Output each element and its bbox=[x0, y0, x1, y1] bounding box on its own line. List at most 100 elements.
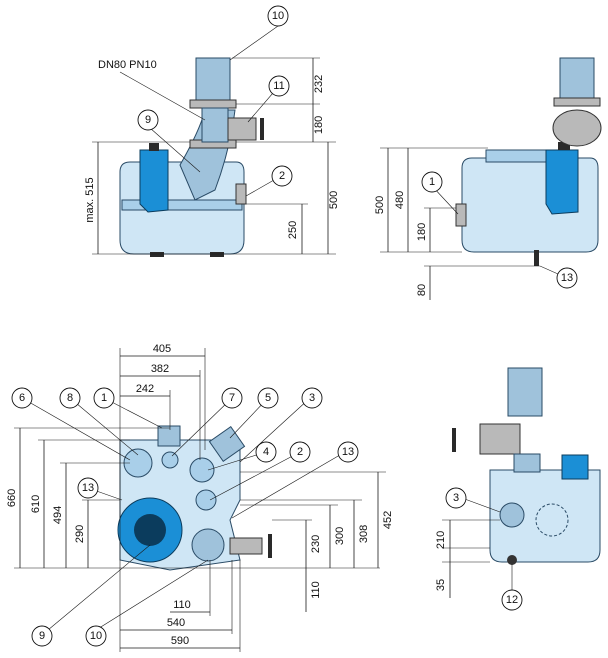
callout-13: 13 bbox=[556, 267, 578, 289]
svg-text:10: 10 bbox=[272, 10, 284, 22]
dim-label: 494 bbox=[52, 506, 64, 524]
leader-line bbox=[231, 451, 346, 519]
callout-6: 6 bbox=[11, 387, 33, 409]
leader-line bbox=[171, 397, 233, 457]
port-5 bbox=[208, 426, 246, 462]
pump-body bbox=[545, 149, 579, 215]
svg-text:10: 10 bbox=[90, 630, 102, 642]
dim-label: 210 bbox=[435, 531, 447, 549]
opening-2 bbox=[195, 489, 217, 511]
opening-7 bbox=[161, 451, 179, 469]
svg-text:13: 13 bbox=[561, 272, 573, 284]
inlet-3 bbox=[499, 502, 525, 528]
front-view: 232 180 500 250 max. 515 DN80 PN10 bbox=[84, 57, 340, 257]
gate-valve bbox=[479, 423, 521, 455]
callout-markers: 10 11 9 2 1 13 6 8 1 7 5 3 4 2 13 13 9 1… bbox=[11, 5, 578, 647]
pipe-section bbox=[513, 453, 541, 473]
pump-body bbox=[139, 149, 169, 213]
leader-line bbox=[229, 25, 279, 61]
dim-label: 660 bbox=[6, 489, 18, 507]
valve-wheel bbox=[452, 428, 456, 452]
dim-label: 590 bbox=[171, 635, 189, 647]
callout-1: 1 bbox=[93, 387, 115, 409]
callout-9: 9 bbox=[137, 109, 159, 131]
dim-label: 80 bbox=[416, 284, 428, 296]
dim-label: 230 bbox=[310, 535, 322, 553]
dim-label: 110 bbox=[173, 599, 191, 611]
callout-5: 5 bbox=[257, 387, 279, 409]
end-view: 210 35 bbox=[435, 367, 601, 598]
svg-text:8: 8 bbox=[67, 392, 73, 404]
leader-line bbox=[47, 544, 151, 631]
dim-label: 180 bbox=[313, 116, 325, 134]
svg-text:2: 2 bbox=[297, 446, 303, 458]
svg-text:11: 11 bbox=[273, 80, 284, 92]
svg-text:7: 7 bbox=[229, 392, 235, 404]
leader-line bbox=[245, 179, 275, 197]
callout-13: 13 bbox=[77, 477, 99, 499]
foot bbox=[534, 250, 539, 266]
dim-label: 250 bbox=[287, 221, 299, 239]
dim-label: 242 bbox=[136, 383, 154, 395]
gate-valve bbox=[227, 117, 257, 141]
callout-10: 10 bbox=[267, 5, 289, 27]
drain-12 bbox=[507, 555, 517, 565]
valve-wheel bbox=[260, 118, 264, 140]
callout-1: 1 bbox=[421, 171, 443, 193]
callout-8: 8 bbox=[59, 387, 81, 409]
dim-label: 308 bbox=[358, 525, 370, 543]
callout-11: 11 bbox=[268, 75, 290, 97]
dim-label: 382 bbox=[151, 363, 169, 375]
svg-text:1: 1 bbox=[101, 392, 107, 404]
side-inlet bbox=[455, 203, 467, 227]
tank-foot bbox=[210, 252, 224, 257]
callout-13: 13 bbox=[337, 441, 359, 463]
side-view: 500 480 180 80 bbox=[374, 57, 602, 300]
svg-text:3: 3 bbox=[309, 392, 315, 404]
svg-text:1: 1 bbox=[429, 176, 435, 188]
leader-line bbox=[119, 71, 206, 121]
svg-text:9: 9 bbox=[145, 114, 151, 126]
dim-label: 480 bbox=[394, 191, 406, 209]
svg-text:12: 12 bbox=[506, 594, 518, 606]
callout-12: 12 bbox=[501, 589, 523, 611]
dim-label: 290 bbox=[74, 525, 86, 543]
svg-text:3: 3 bbox=[453, 492, 459, 504]
svg-text:6: 6 bbox=[19, 392, 25, 404]
leader-line bbox=[209, 451, 301, 501]
callout-2: 2 bbox=[289, 441, 311, 463]
dim-label: 35 bbox=[435, 579, 447, 591]
top-view: 405 382 242 110 540 590 660 610 494 290 … bbox=[6, 343, 394, 652]
leader-line bbox=[21, 397, 131, 461]
dim-label: 452 bbox=[382, 511, 394, 529]
tank-body bbox=[489, 469, 601, 563]
outlet-pipe-top bbox=[191, 528, 225, 562]
callout-4: 4 bbox=[255, 441, 277, 463]
dim-label: 500 bbox=[328, 191, 340, 209]
dim-label: 540 bbox=[167, 617, 185, 629]
svg-text:5: 5 bbox=[265, 392, 271, 404]
callout-9: 9 bbox=[31, 625, 53, 647]
leader-line bbox=[95, 559, 209, 631]
dim-label: max. 515 bbox=[84, 177, 96, 222]
dim-label: 180 bbox=[416, 223, 428, 241]
valve-body bbox=[552, 109, 602, 147]
pump-handle bbox=[558, 142, 570, 150]
side-inlet bbox=[235, 183, 247, 205]
callout-10: 10 bbox=[85, 625, 107, 647]
flange bbox=[189, 99, 237, 109]
tank-foot bbox=[150, 252, 164, 257]
leader-line bbox=[461, 497, 501, 513]
leader-line bbox=[149, 127, 201, 173]
leader-line bbox=[103, 397, 163, 429]
vertical-pipe bbox=[195, 57, 231, 105]
gate-valve bbox=[229, 537, 263, 555]
callout-3: 3 bbox=[445, 487, 467, 509]
leader-line bbox=[69, 397, 139, 456]
hidden-opening bbox=[535, 503, 569, 537]
port-1 bbox=[157, 425, 181, 447]
pipe-section bbox=[201, 107, 229, 143]
pump-handle bbox=[149, 143, 159, 151]
callout-2: 2 bbox=[271, 165, 293, 187]
